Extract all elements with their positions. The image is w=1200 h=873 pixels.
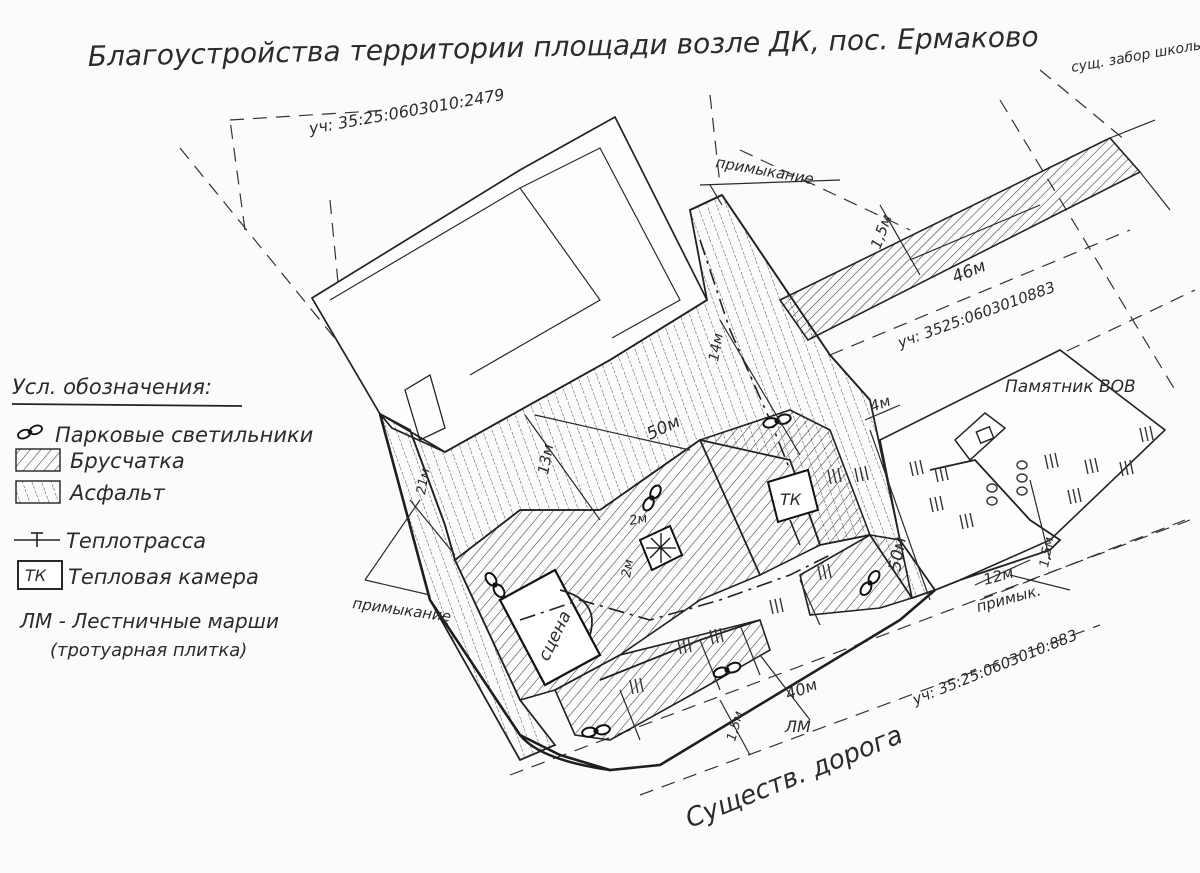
monument-label: Памятник ВОВ (1005, 377, 1136, 397)
plan-title: Благоустройства территории площади возле… (87, 20, 1038, 73)
dim-21: 21м (414, 467, 433, 496)
stairs-label: ЛМ (784, 717, 811, 736)
legend-title: Усл. обозначения: (12, 375, 212, 399)
dim-4: 4м (867, 392, 893, 416)
legend: Усл. обозначения: Парковые светильники Б… (11, 375, 313, 661)
monument-plot (879, 349, 1167, 591)
heat-chamber-icon: ТК (17, 560, 63, 590)
dimension-labels: 1,5м 46м 4м 50м 13м 14м 50м 12м 1,5м 40м… (414, 212, 1057, 743)
dimension-lines (364, 179, 1071, 756)
asphalt-hatch-icon (15, 480, 61, 504)
parcel-north-label: уч: 35:25:0603010:2479 (306, 85, 506, 138)
legend-label-stairs-note: (тротуарная плитка) (50, 640, 247, 661)
heat-chamber-1-label: ТК (780, 490, 802, 509)
dim-2-a: 2м (628, 511, 649, 529)
heating-line-icon (14, 532, 60, 547)
dim-14: 14м (706, 332, 727, 363)
legend-label-paving: Брусчатка (70, 449, 185, 473)
road-label: Существ. дорога (681, 720, 907, 834)
parcel-south-label: уч: 35:25:0603010:883 (909, 626, 1080, 709)
heat-chamber-1: ТК (766, 468, 820, 524)
dim-1-5-right: 1,5м (1037, 536, 1057, 569)
parcel-east-label: уч: 3525:0603010883 (894, 278, 1057, 352)
legend-label-heating: Теплотрасса (66, 529, 206, 553)
lamp-icon (15, 422, 45, 442)
legend-label-stairs: ЛМ - Лестничные марши (19, 609, 279, 633)
legend-label-heat-chamber: Тепловая камера (68, 565, 259, 589)
legend-label-asphalt: Асфальт (68, 481, 166, 505)
dim-2-b: 2м (619, 558, 637, 579)
fence-label: сущ. забор школы (1070, 37, 1200, 76)
legend-heat-chamber-box: ТК (25, 566, 47, 585)
stage: сцена (498, 568, 602, 687)
paving-hatch-icon (15, 448, 61, 472)
dim-13: 13м (534, 443, 557, 476)
central-feature (638, 524, 684, 572)
legend-label-lamps: Парковые светильники (55, 423, 313, 447)
dim-40: 40м (783, 675, 820, 704)
stairs-region (599, 465, 869, 741)
heating-line (519, 239, 831, 621)
